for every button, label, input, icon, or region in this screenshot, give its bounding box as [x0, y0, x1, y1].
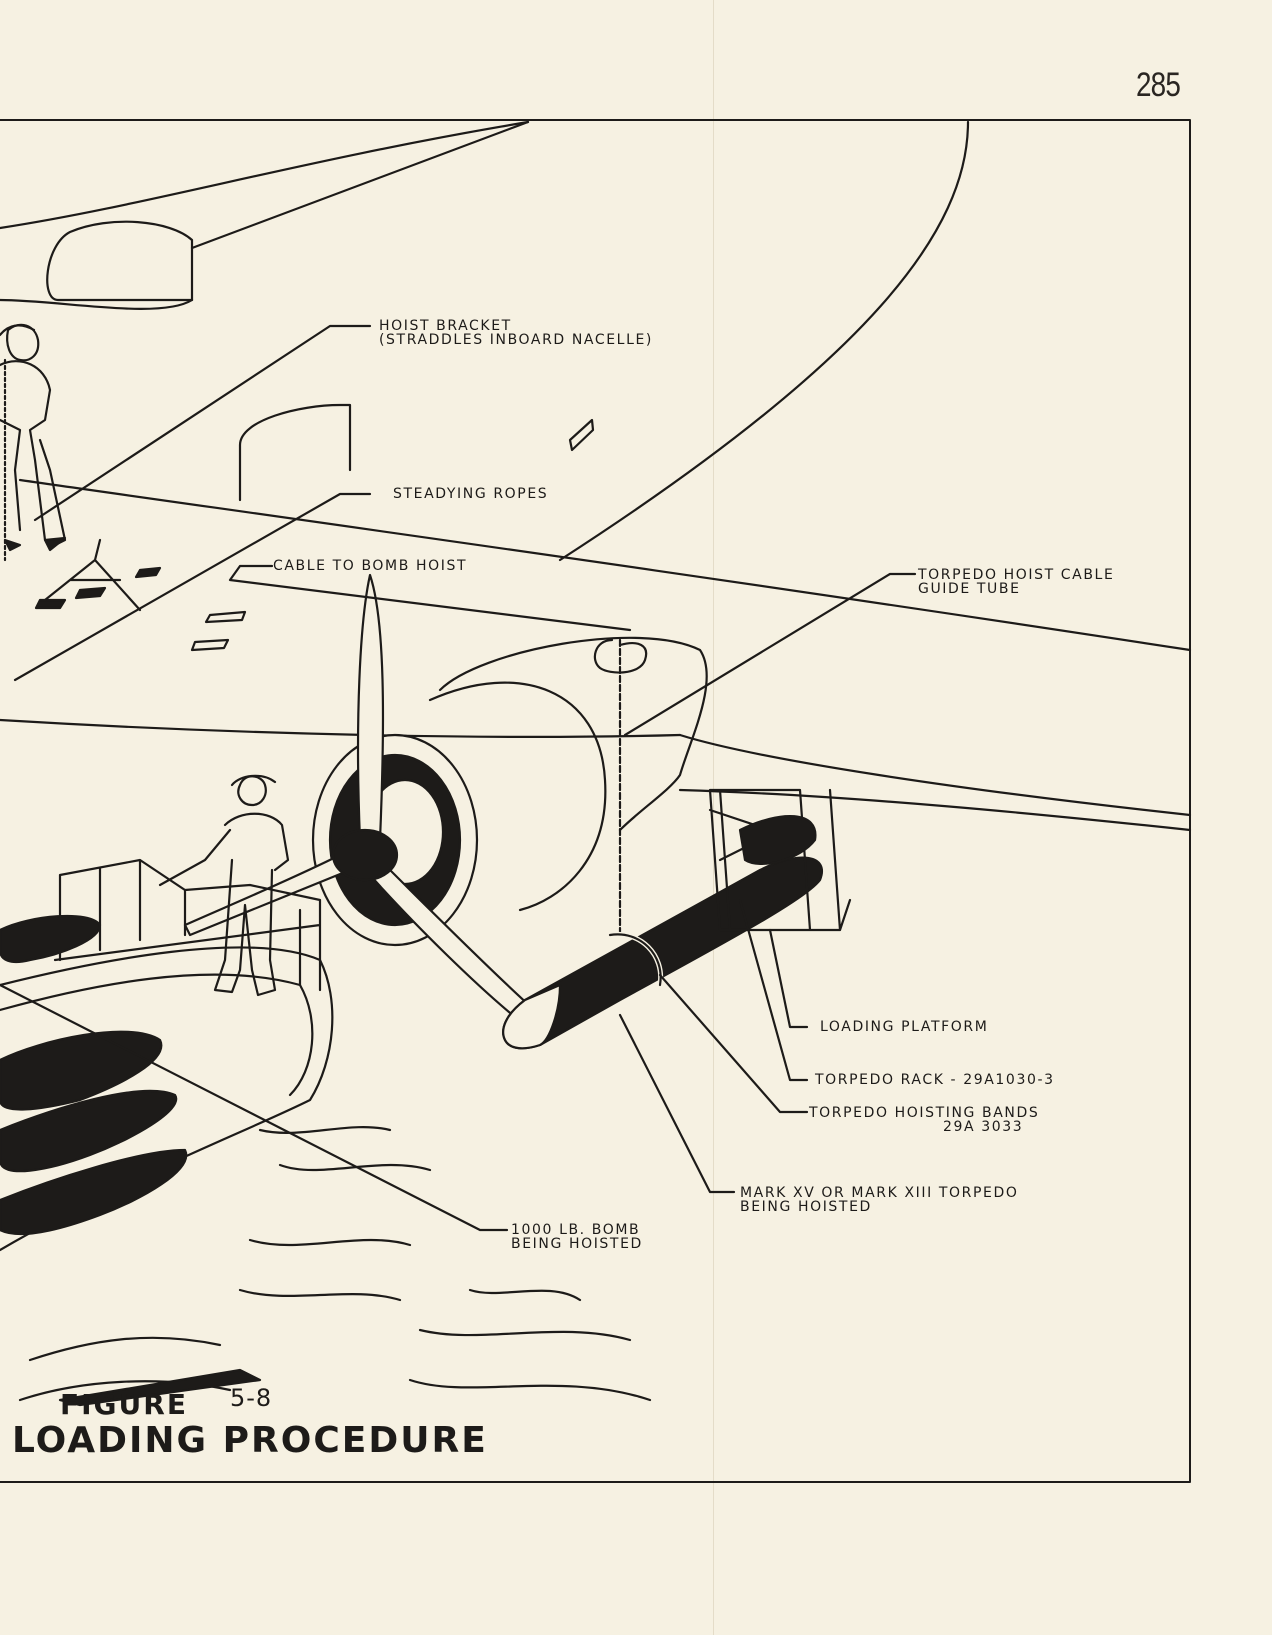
hatch — [238, 403, 352, 502]
propeller-blade-left — [183, 853, 352, 937]
fuselage-outline — [0, 120, 530, 230]
leader-mark-torpedo — [618, 1013, 736, 1194]
bomb — [0, 1148, 188, 1236]
callout-hoist-bracket-line2: (STRADDLES INBOARD NACELLE) — [379, 332, 653, 348]
leader-hoist-bracket — [33, 324, 372, 522]
sailor-on-boat — [237, 775, 267, 807]
leader-torpedo-rack — [738, 898, 809, 1082]
leader-torpedo-hoist-cable — [623, 572, 917, 737]
propeller-spinner — [331, 828, 399, 882]
callout-torpedo-hoisting-bands: TORPEDO HOISTING BANDS 29A 3033 — [809, 1106, 1039, 1134]
callout-torpedo-hoist-cable: TORPEDO HOIST CABLE GUIDE TUBE — [918, 568, 1114, 596]
figure-frame — [0, 119, 1191, 1483]
wing-trailing-edge — [0, 718, 682, 738]
window — [568, 418, 595, 452]
leader-bomb — [0, 983, 509, 1232]
leader-hoisting-bands — [658, 973, 809, 1114]
callout-torpedo-hoisting-bands-line1: TORPEDO HOISTING BANDS — [809, 1105, 1040, 1121]
callout-hoist-bracket-line1: HOIST BRACKET — [379, 318, 512, 334]
figure-number: 5-8 — [230, 1384, 273, 1412]
page-number: 285 — [1136, 66, 1181, 104]
callout-torpedo-hoist-cable-line2: GUIDE TUBE — [918, 581, 1021, 597]
leader-cable-to-bomb — [228, 564, 632, 632]
figure-title: LOADING PROCEDURE — [12, 1420, 488, 1461]
leader-steadying-ropes — [13, 492, 372, 682]
callout-torpedo-hoisting-bands-line2: 29A 3033 — [943, 1119, 1024, 1135]
propeller-blade-up — [356, 573, 385, 842]
figure-label: FIGURE — [60, 1388, 188, 1421]
bomb — [0, 914, 102, 964]
callout-mark-torpedo-line2: BEING HOISTED — [740, 1199, 872, 1215]
torpedo-rack — [708, 788, 852, 932]
hoist-tripod — [43, 538, 142, 612]
bomb — [0, 1030, 163, 1111]
callout-hoist-bracket: HOIST BRACKET (STRADDLES INBOARD NACELLE… — [379, 319, 653, 347]
callout-bomb-line1: 1000 LB. BOMB — [511, 1222, 641, 1238]
callout-torpedo-hoist-cable-line1: TORPEDO HOIST CABLE — [918, 567, 1115, 583]
callout-steadying-ropes: STEADYING ROPES — [393, 486, 549, 502]
callout-mark-torpedo: MARK XV OR MARK XIII TORPEDO BEING HOIST… — [740, 1186, 1018, 1214]
callout-torpedo-rack: TORPEDO RACK - 29A1030-3 — [815, 1072, 1055, 1088]
callout-loading-platform: LOADING PLATFORM — [820, 1019, 989, 1035]
leader-loading-platform — [768, 928, 809, 1029]
engine-nacelle — [438, 636, 708, 832]
gun-blister — [46, 220, 194, 302]
wing-leading-edge — [18, 478, 1192, 652]
callout-bomb: 1000 LB. BOMB BEING HOISTED — [511, 1223, 643, 1251]
callout-mark-torpedo-line1: MARK XV OR MARK XIII TORPEDO — [740, 1185, 1019, 1201]
page-fold-line — [713, 0, 714, 1635]
bomb — [0, 1089, 178, 1173]
callout-cable-to-bomb-hoist: CABLE TO BOMB HOIST — [273, 558, 468, 574]
callout-bomb-line2: BEING HOISTED — [511, 1236, 643, 1252]
water-ripples — [18, 1126, 652, 1402]
